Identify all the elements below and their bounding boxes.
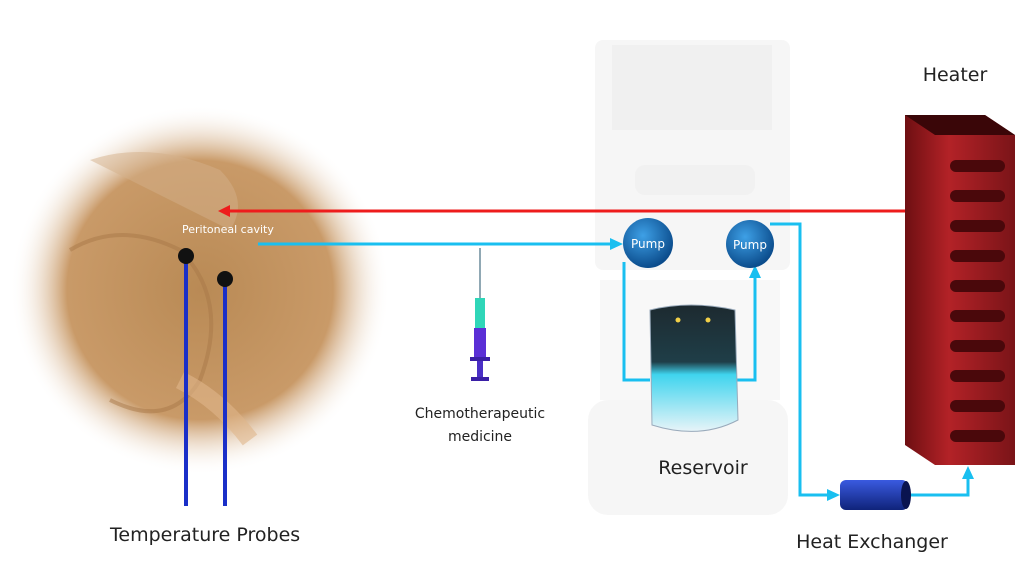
temperature-probes <box>178 248 233 506</box>
peritoneal-cavity-label: Peritoneal cavity <box>182 223 274 236</box>
patient-abdomen <box>10 105 390 475</box>
pump-1-label: Pump <box>631 237 665 251</box>
pump-2-label: Pump <box>733 238 767 252</box>
heater-label: Heater <box>923 64 988 86</box>
chemo-label-line2: medicine <box>448 429 512 445</box>
temperature-probes-label: Temperature Probes <box>109 524 300 546</box>
flow-arrows <box>610 238 974 501</box>
inflow-line <box>218 205 905 217</box>
pump-2: Pump <box>726 220 774 268</box>
heat-exchanger-label: Heat Exchanger <box>796 531 948 553</box>
reservoir-icon <box>649 304 739 432</box>
pump-1: Pump <box>623 218 673 268</box>
pump-icon <box>623 218 673 268</box>
chemo-label-line1: Chemotherapeutic <box>415 406 545 422</box>
heat-exchanger-icon <box>840 480 911 510</box>
probe-tip <box>217 271 233 287</box>
heater-icon <box>905 115 1015 465</box>
syringe-icon <box>470 248 490 381</box>
reservoir-label: Reservoir <box>658 457 748 479</box>
pump-icon <box>726 220 774 268</box>
probe-tip <box>178 248 194 264</box>
